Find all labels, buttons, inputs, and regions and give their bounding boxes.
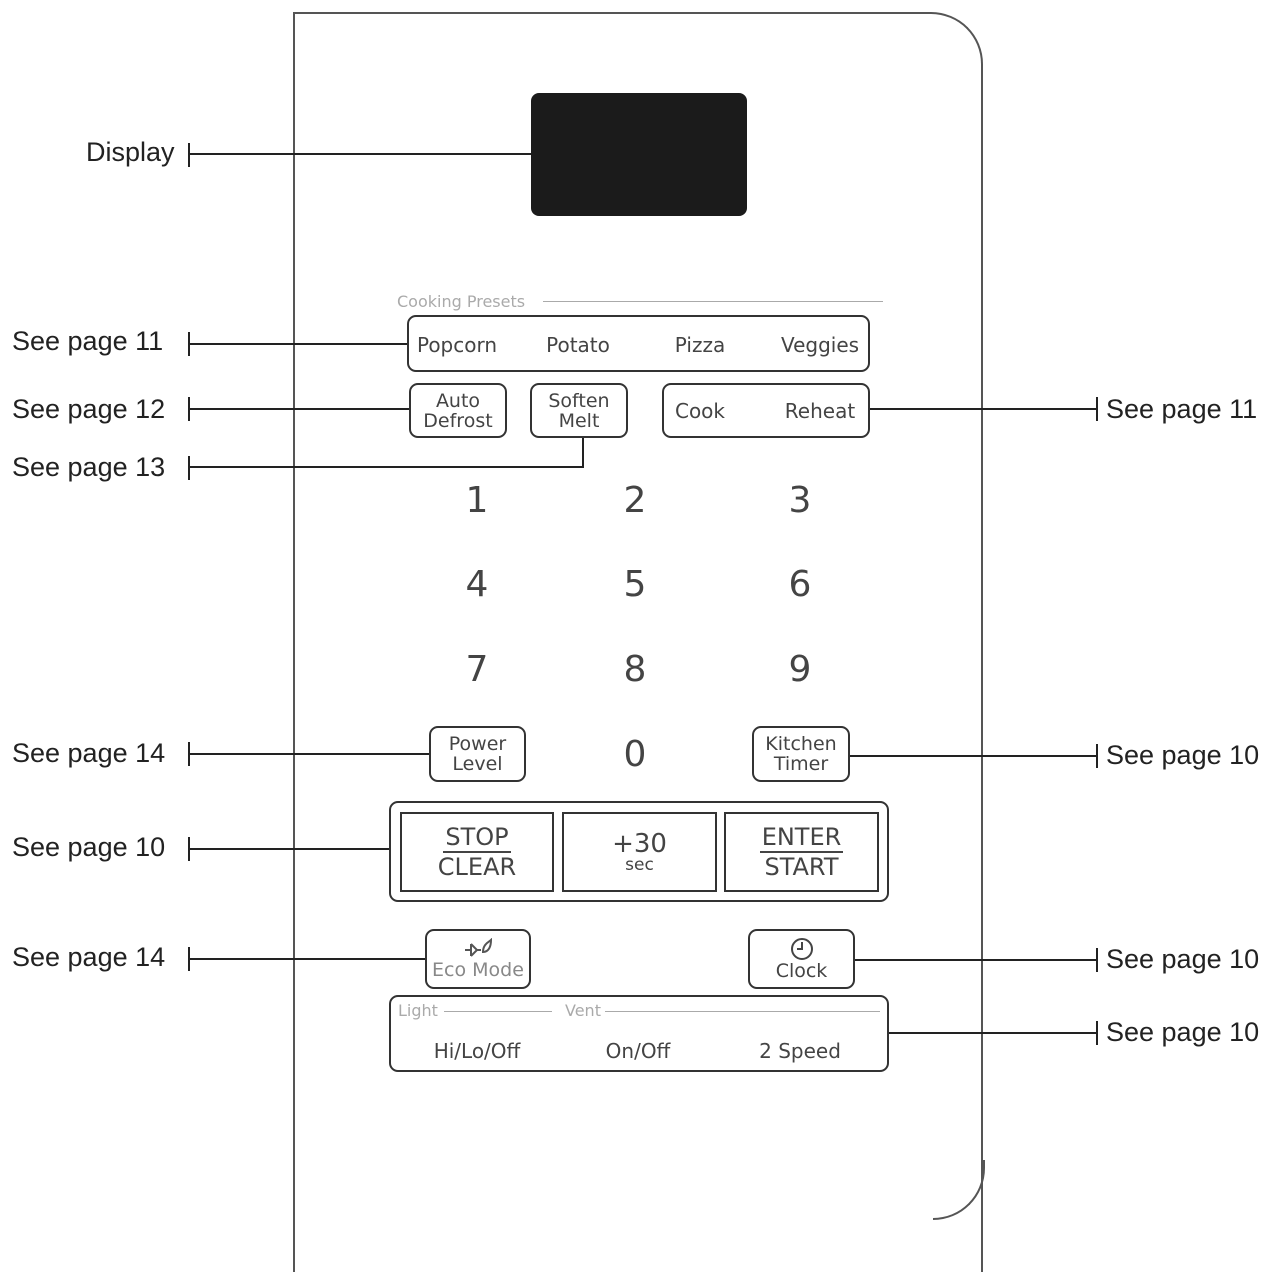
control-panel-outline	[293, 12, 983, 1272]
callout-line	[188, 753, 431, 755]
vent-heading: Vent	[565, 1001, 601, 1020]
stop-label: STOP	[443, 823, 511, 853]
callout-line	[188, 153, 531, 155]
callout-soften-melt: See page 13	[12, 452, 166, 482]
kitchen-timer-label-1: Kitchen	[765, 733, 837, 755]
keypad-1[interactable]: 1	[465, 480, 489, 521]
callout-kitchen-timer: See page 10	[1106, 740, 1260, 770]
callout-power-level: See page 14	[12, 738, 166, 768]
callout-cook-reheat: See page 11	[1106, 394, 1258, 424]
kitchen-timer-label-2: Timer	[773, 753, 829, 775]
preset-popcorn-button[interactable]: Popcorn	[416, 333, 498, 357]
eco-mode-button[interactable]: Eco Mode	[425, 929, 531, 989]
keypad-2[interactable]: 2	[623, 480, 647, 521]
soften-melt-label-1: Soften	[548, 389, 610, 412]
keypad-9[interactable]: 9	[788, 649, 812, 690]
preset-pizza-button[interactable]: Pizza	[674, 333, 726, 357]
light-vent-group	[389, 995, 889, 1072]
callout-line	[582, 437, 584, 468]
clock-label: Clock	[775, 960, 828, 982]
light-hi-lo-off-button[interactable]: Hi/Lo/Off	[433, 1039, 521, 1063]
auto-defrost-label-2: Defrost	[423, 409, 493, 432]
callout-line	[188, 958, 426, 960]
callout-display: Display	[86, 137, 175, 167]
callout-tick	[188, 456, 190, 480]
callout-line	[887, 1032, 1098, 1034]
keypad-7[interactable]: 7	[465, 649, 489, 690]
callout-tick	[188, 143, 190, 167]
power-level-label-1: Power	[448, 733, 507, 755]
callout-presets: See page 11	[12, 326, 164, 356]
clock-button[interactable]: Clock	[748, 929, 855, 989]
callout-line	[849, 755, 1098, 757]
power-level-button[interactable]: Power Level	[429, 726, 526, 782]
eco-plug-icon	[465, 938, 493, 957]
soften-melt-label-2: Melt	[558, 409, 600, 432]
enter-start-button[interactable]: ENTER START	[724, 812, 879, 892]
vent-rule	[605, 1011, 880, 1012]
kitchen-timer-button[interactable]: Kitchen Timer	[752, 726, 850, 782]
start-label: START	[764, 853, 839, 881]
eco-mode-label: Eco Mode	[432, 959, 524, 981]
callout-clock: See page 10	[1106, 944, 1260, 974]
soften-melt-button[interactable]: Soften Melt	[530, 383, 628, 438]
clock-icon	[790, 938, 813, 960]
cook-button[interactable]: Cook	[674, 399, 726, 423]
callout-tick	[1096, 397, 1098, 421]
plus-30-label: +30	[612, 829, 667, 859]
auto-defrost-label-1: Auto	[435, 389, 481, 412]
sec-label: sec	[625, 855, 654, 875]
callout-eco-mode: See page 14	[12, 942, 166, 972]
keypad-0[interactable]: 0	[623, 734, 647, 775]
vent-on-off-button[interactable]: On/Off	[605, 1039, 671, 1063]
cook-reheat-group	[662, 383, 870, 438]
light-heading: Light	[398, 1001, 438, 1020]
callout-line	[868, 408, 1098, 410]
enter-label: ENTER	[759, 823, 844, 853]
callout-line	[854, 959, 1098, 961]
presets-group	[407, 315, 870, 372]
presets-rule	[543, 301, 883, 302]
preset-potato-button[interactable]: Potato	[546, 333, 610, 357]
callout-auto-defrost: See page 12	[12, 394, 166, 424]
callout-line	[188, 848, 390, 850]
callout-stop-row: See page 10	[12, 832, 166, 862]
callout-line	[188, 408, 410, 410]
vent-2-speed-button[interactable]: 2 Speed	[759, 1039, 841, 1063]
keypad-8[interactable]: 8	[623, 649, 647, 690]
callout-line	[188, 343, 408, 345]
keypad-4[interactable]: 4	[465, 564, 489, 605]
keypad-5[interactable]: 5	[623, 564, 647, 605]
display-screen	[531, 93, 747, 216]
plus-30-sec-button[interactable]: +30 sec	[562, 812, 717, 892]
stop-clear-button[interactable]: STOP CLEAR	[400, 812, 554, 892]
clear-label: CLEAR	[437, 853, 517, 881]
callout-tick	[1096, 744, 1098, 768]
callout-line	[188, 466, 584, 468]
keypad-3[interactable]: 3	[788, 480, 812, 521]
auto-defrost-button[interactable]: Auto Defrost	[409, 383, 507, 438]
callout-light-vent: See page 10	[1106, 1017, 1260, 1047]
presets-heading: Cooking Presets	[397, 292, 526, 311]
callout-tick	[1096, 1021, 1098, 1045]
reheat-button[interactable]: Reheat	[784, 399, 856, 423]
keypad-6[interactable]: 6	[788, 564, 812, 605]
power-level-label-2: Level	[452, 753, 503, 775]
callout-tick	[1096, 948, 1098, 972]
light-rule	[444, 1011, 552, 1012]
preset-veggies-button[interactable]: Veggies	[780, 333, 860, 357]
